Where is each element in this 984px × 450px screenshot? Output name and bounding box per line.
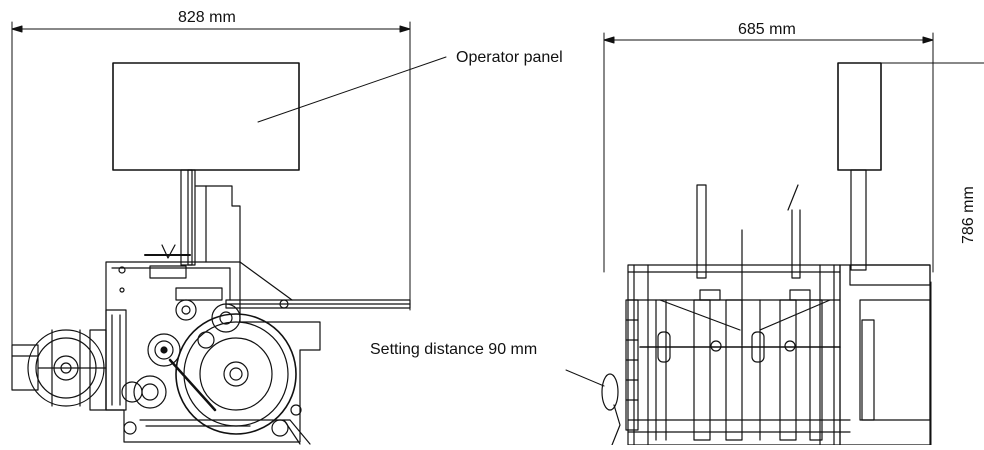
dimension-line-left-width	[11, 21, 411, 346]
mast-left	[180, 169, 241, 266]
leader-line-operator	[257, 56, 447, 123]
label-operator-panel: Operator panel	[456, 49, 563, 66]
operator-panel-side	[837, 62, 882, 271]
dimension-line-right-width	[603, 32, 934, 273]
frame-right	[627, 264, 931, 446]
rollers-right	[639, 331, 841, 363]
dimension-left-width: 828 mm	[178, 9, 236, 26]
left-view	[11, 21, 447, 445]
bearing-stack	[625, 299, 875, 431]
operator-panel-left	[112, 62, 300, 171]
support-arm	[225, 261, 411, 309]
large-wheel	[175, 313, 297, 435]
label-setting-distance: Setting distance 90 mm	[370, 341, 538, 358]
roll-holder	[11, 329, 107, 411]
dimension-right-height: 786 mm	[960, 186, 977, 244]
handwheel	[565, 369, 621, 446]
right-view	[565, 32, 984, 446]
frame-left	[105, 244, 321, 443]
dimension-line-right-height	[880, 62, 984, 446]
rollers-left	[121, 287, 311, 445]
dimension-right-width: 685 mm	[738, 21, 796, 38]
slats	[655, 299, 823, 441]
